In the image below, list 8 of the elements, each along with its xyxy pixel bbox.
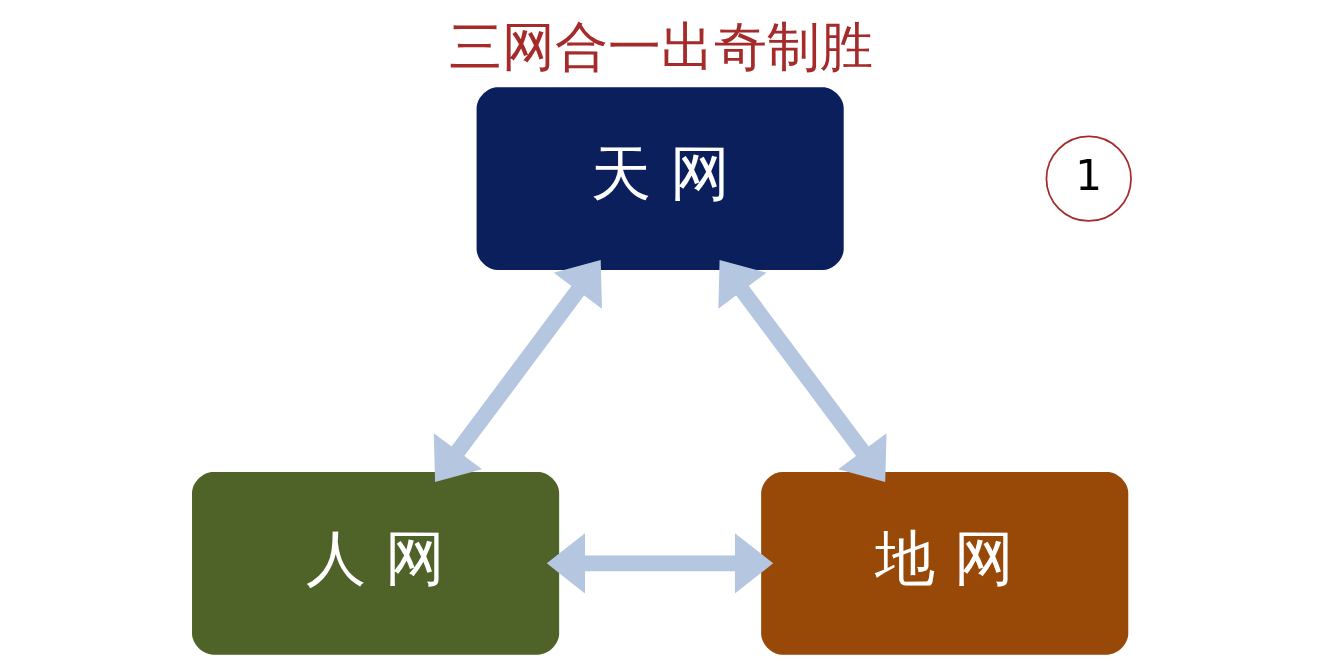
node-box: 地 网 <box>760 472 1128 655</box>
arrow <box>546 533 773 594</box>
node-box: 人 网 <box>191 472 559 655</box>
diagram-title: 三网合一出奇制胜 <box>449 15 873 77</box>
node-box: 天 网 <box>476 87 844 270</box>
label: 1 <box>1074 150 1102 200</box>
arrow <box>433 260 602 482</box>
arrow <box>717 260 886 482</box>
